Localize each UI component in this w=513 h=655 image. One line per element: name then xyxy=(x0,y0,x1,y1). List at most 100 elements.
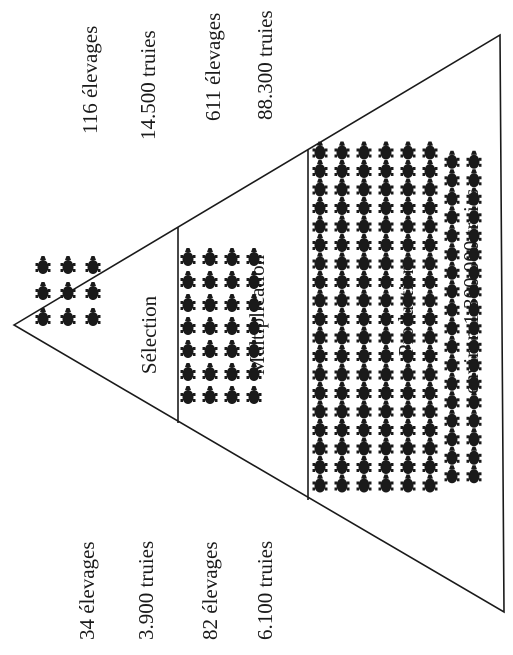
pig-icon xyxy=(445,262,460,280)
pig-icon xyxy=(225,363,240,381)
pig-icon xyxy=(357,234,372,252)
pig-icon xyxy=(335,364,350,382)
pig-icon xyxy=(335,308,350,326)
pig-icon xyxy=(357,364,372,382)
pig-icon xyxy=(203,317,218,335)
pig-icon xyxy=(467,428,482,446)
pig-icon xyxy=(445,447,460,465)
pig-icon xyxy=(423,179,438,197)
pig-icon xyxy=(313,345,328,363)
pig-icon xyxy=(379,234,394,252)
pig-icon xyxy=(225,294,240,312)
pig-icon xyxy=(357,271,372,289)
pig-icon xyxy=(423,234,438,252)
pig-icon xyxy=(335,142,350,160)
pig-icon xyxy=(335,271,350,289)
pig-icon xyxy=(401,401,416,419)
pig-icon xyxy=(313,142,328,160)
pig-icon xyxy=(379,308,394,326)
pig-icon xyxy=(379,475,394,493)
pig-icon xyxy=(335,216,350,234)
pig-icon xyxy=(445,354,460,372)
pig-icon xyxy=(379,142,394,160)
pig-icon xyxy=(423,401,438,419)
pig-icon xyxy=(203,386,218,404)
pig-icon xyxy=(445,391,460,409)
pig-icon xyxy=(86,256,101,274)
pig-icon xyxy=(225,386,240,404)
pig-icon xyxy=(423,456,438,474)
tier-label-selection: Sélection xyxy=(137,295,161,374)
pig-icon xyxy=(335,438,350,456)
pig-icon xyxy=(181,363,196,381)
pig-group-selection xyxy=(36,256,101,326)
pig-icon xyxy=(313,197,328,215)
pig-icon xyxy=(335,160,350,178)
pig-icon xyxy=(423,216,438,234)
pig-icon xyxy=(335,290,350,308)
pig-icon xyxy=(379,327,394,345)
pig-icon xyxy=(357,253,372,271)
pig-icon xyxy=(379,401,394,419)
pig-icon xyxy=(379,345,394,363)
pig-icon xyxy=(203,248,218,266)
pig-icon xyxy=(467,169,482,187)
pig-icon xyxy=(379,456,394,474)
pig-icon xyxy=(357,197,372,215)
pig-icon xyxy=(313,401,328,419)
pig-icon xyxy=(445,428,460,446)
pig-icon xyxy=(423,290,438,308)
pig-icon xyxy=(203,294,218,312)
pig-icon xyxy=(357,382,372,400)
pig-icon xyxy=(379,216,394,234)
left-group2-farms-count: 82 élevages xyxy=(198,541,222,640)
pig-icon xyxy=(203,271,218,289)
pig-icon xyxy=(225,340,240,358)
pig-icon xyxy=(423,382,438,400)
pig-icon xyxy=(445,243,460,261)
pig-icon xyxy=(335,234,350,252)
production-sows-total: environ 1.300.000 truies xyxy=(459,189,483,394)
multiplication-sows-count: 88.300 truies xyxy=(253,10,277,120)
pig-icon xyxy=(181,317,196,335)
pig-icon xyxy=(313,308,328,326)
pig-icon xyxy=(445,206,460,224)
pig-icon xyxy=(379,271,394,289)
pig-icon xyxy=(335,419,350,437)
pig-icon xyxy=(313,179,328,197)
pig-icon xyxy=(225,271,240,289)
pig-icon xyxy=(445,280,460,298)
pig-icon xyxy=(401,382,416,400)
pig-icon xyxy=(423,160,438,178)
pig-icon xyxy=(379,290,394,308)
pig-icon xyxy=(357,160,372,178)
pig-icon xyxy=(335,253,350,271)
pig-icon xyxy=(401,364,416,382)
pig-icon xyxy=(357,419,372,437)
pig-icon xyxy=(357,345,372,363)
pig-icon xyxy=(401,456,416,474)
pig-icon xyxy=(313,160,328,178)
left-group2-sows-count: 6.100 truies xyxy=(253,541,277,640)
pig-icon xyxy=(357,401,372,419)
pig-icon xyxy=(86,282,101,300)
pig-icon xyxy=(379,419,394,437)
tier-label-multiplication: Multiplication xyxy=(245,254,269,375)
pig-icon xyxy=(467,151,482,169)
pig-icon xyxy=(86,308,101,326)
pig-icon xyxy=(313,419,328,437)
pig-icon xyxy=(445,169,460,187)
selection-sows-count: 14.500 truies xyxy=(136,30,160,140)
pig-icon xyxy=(335,345,350,363)
pig-icon xyxy=(423,438,438,456)
pig-icon xyxy=(313,327,328,345)
pig-icon xyxy=(467,465,482,483)
pig-icon xyxy=(313,253,328,271)
pig-icon xyxy=(379,364,394,382)
pig-icon xyxy=(379,382,394,400)
pig-icon xyxy=(181,271,196,289)
pig-icon xyxy=(445,317,460,335)
pig-icon xyxy=(401,438,416,456)
pig-icon xyxy=(423,345,438,363)
